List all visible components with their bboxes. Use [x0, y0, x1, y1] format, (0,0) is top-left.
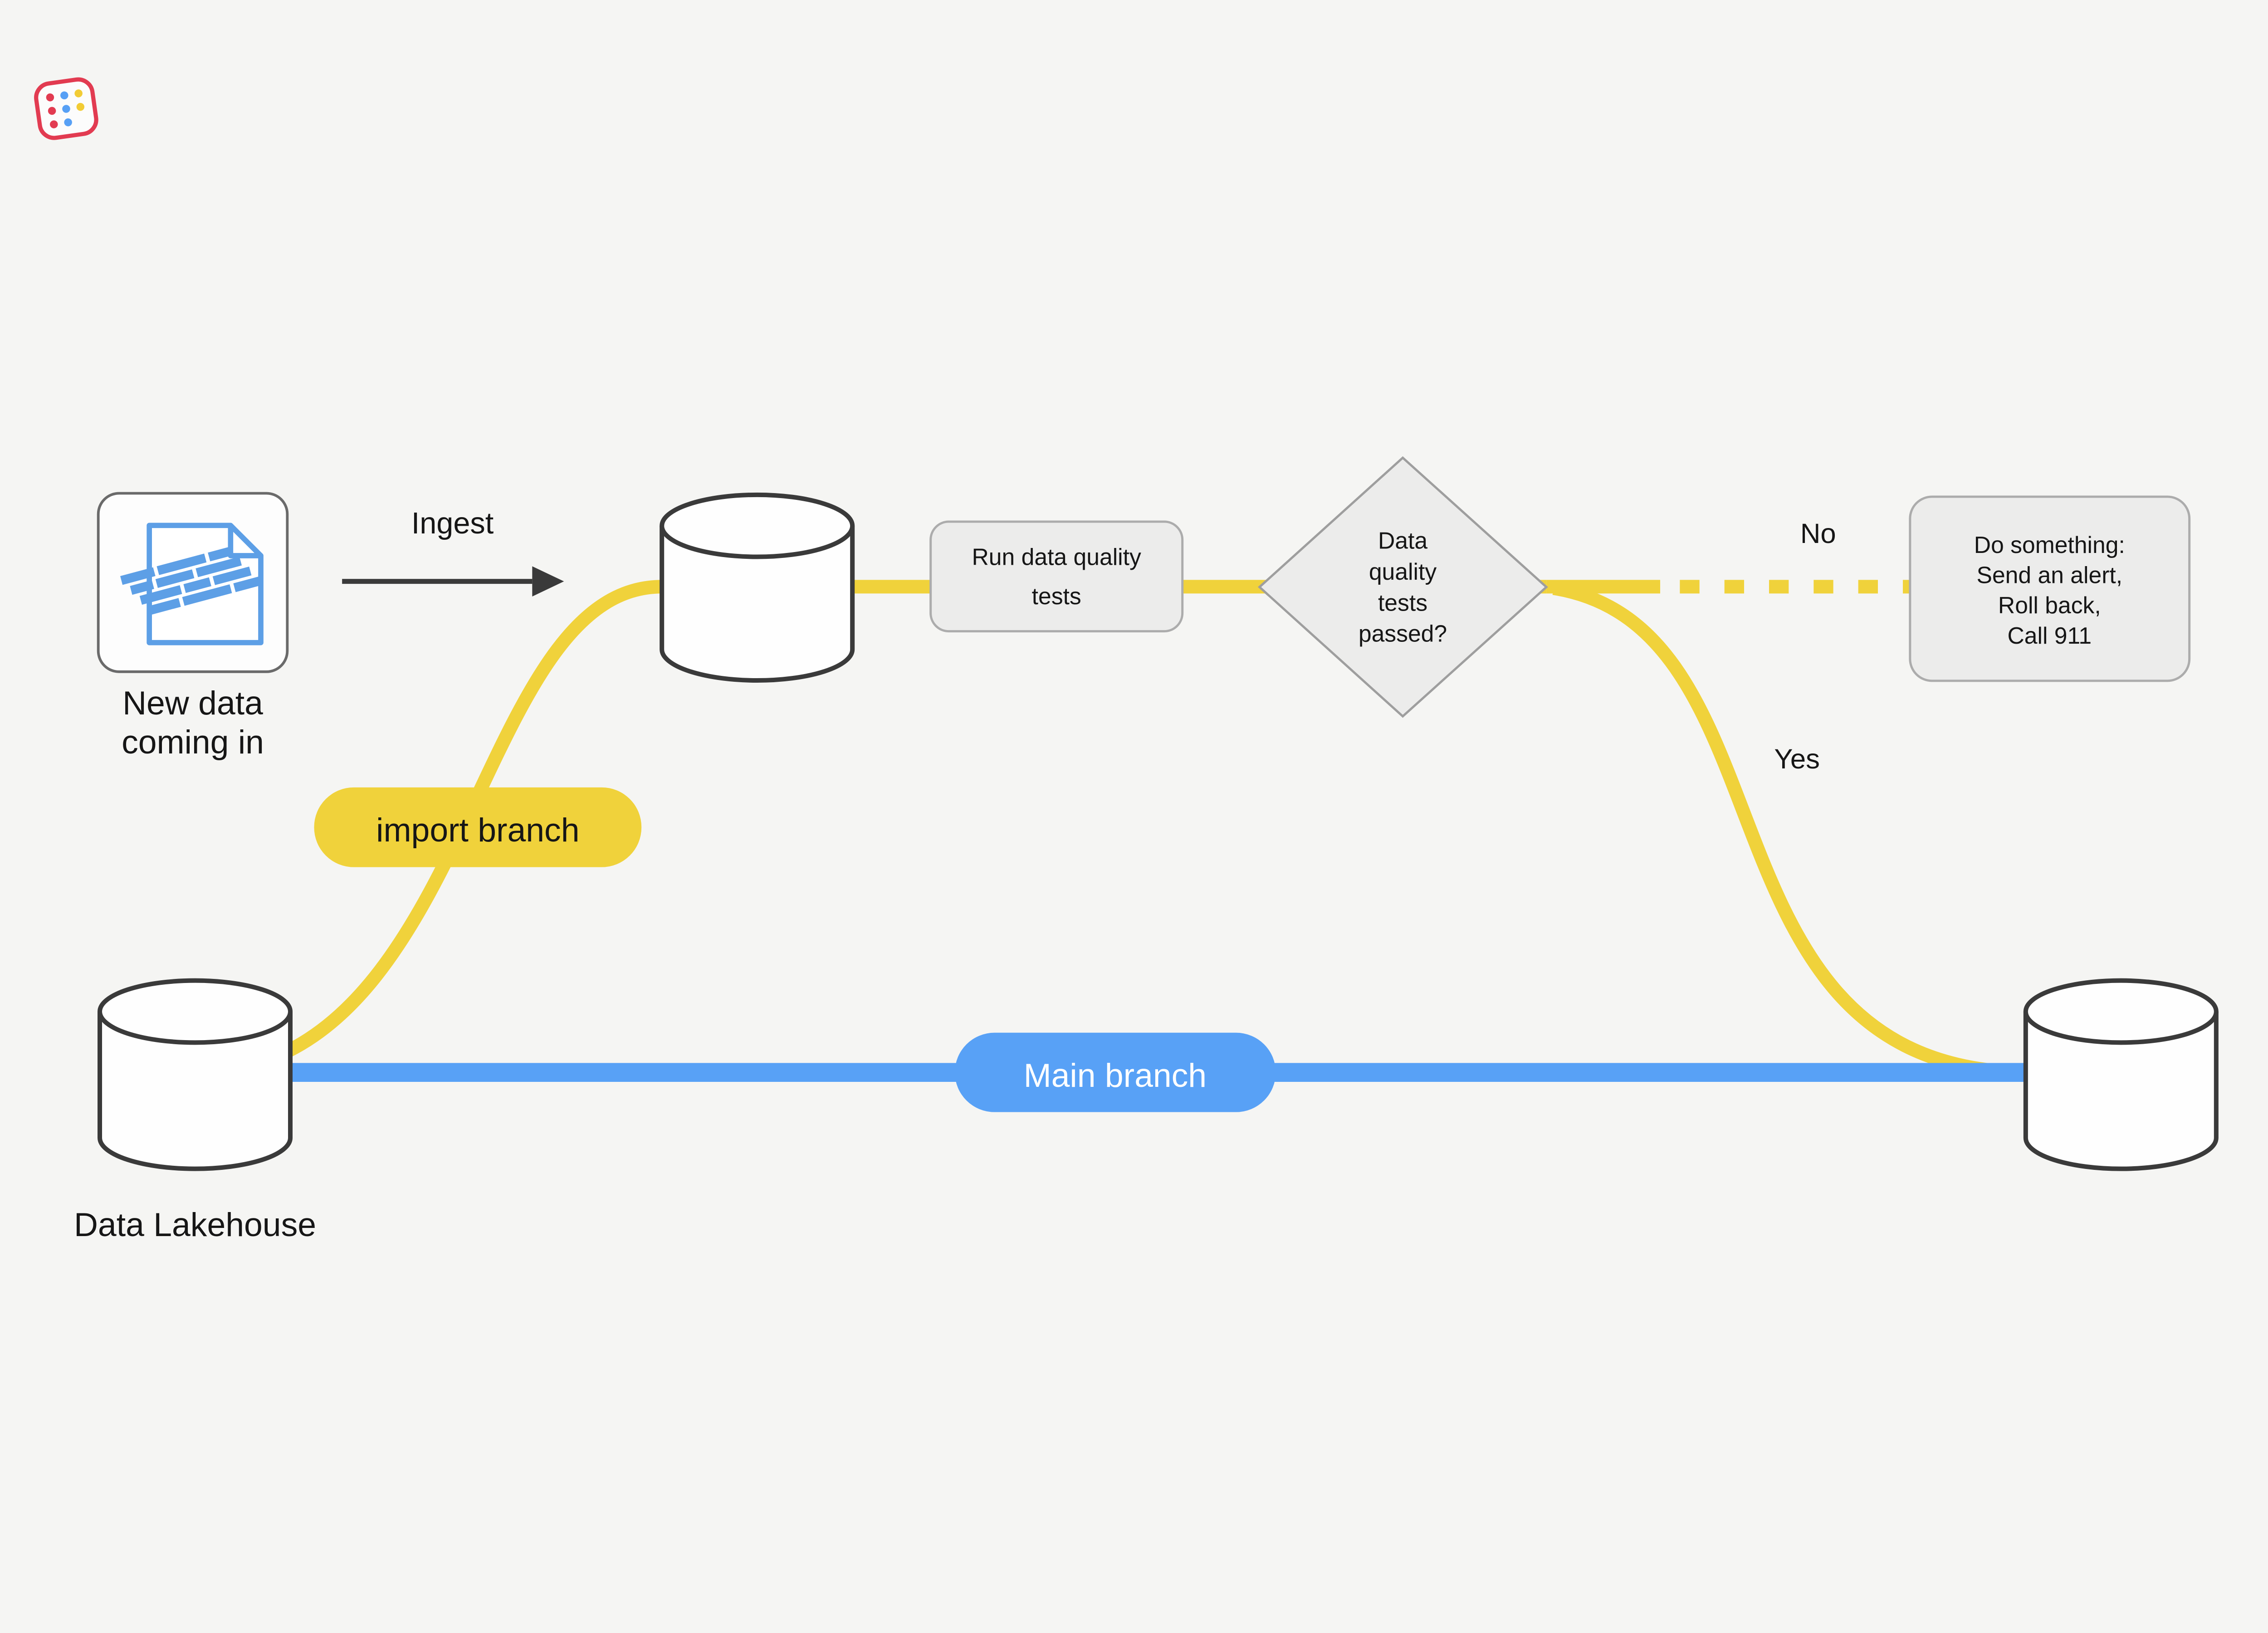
no-edge-label: No	[1800, 518, 1836, 549]
ingest-arrow	[342, 566, 564, 596]
lakehouse-database-cylinder	[98, 978, 293, 1171]
do-something-node: Do something: Send an alert, Roll back, …	[1909, 495, 2191, 682]
do-something-label-line2: Send an alert,	[1977, 562, 2123, 588]
yes-edge-label: Yes	[1774, 743, 1820, 775]
decision-diamond-node: Data quality tests passed?	[1257, 456, 1548, 718]
data-lakehouse-label: Data Lakehouse	[74, 1206, 316, 1243]
new-data-label-line2: coming in	[122, 724, 264, 761]
run-tests-label-line2: tests	[1032, 583, 1081, 609]
main-branch-pill: Main branch	[955, 1032, 1276, 1112]
parquet-file-icon	[120, 523, 264, 645]
do-something-label-line3: Roll back,	[1998, 592, 2101, 618]
ingest-label: Ingest	[411, 507, 494, 540]
yes-merge-curve	[1552, 581, 2030, 1080]
decision-label-line1: Data	[1378, 528, 1427, 554]
dots-app-logo-icon	[34, 77, 98, 140]
canvas-background	[0, 0, 2268, 1361]
flow-diagram: import branch Main branch Run data quali…	[0, 0, 2268, 1361]
run-tests-label-line1: Run data quality	[972, 544, 1141, 570]
merged-database-cylinder	[2023, 978, 2219, 1171]
import-database-cylinder	[660, 492, 855, 683]
do-something-label-line4: Call 911	[2007, 622, 2092, 649]
import-branch-pill: import branch	[314, 787, 642, 867]
run-tests-node: Run data quality tests	[929, 520, 1184, 633]
arrowhead-icon	[532, 566, 564, 596]
decision-label-line2: quality	[1369, 558, 1437, 585]
main-branch-pill-label: Main branch	[1024, 1057, 1207, 1094]
import-branch-pill-label: import branch	[376, 812, 579, 849]
new-data-node: New data coming in	[97, 492, 289, 761]
decision-label-line4: passed?	[1359, 621, 1447, 647]
new-data-label-line1: New data	[122, 684, 263, 722]
decision-label-line3: tests	[1378, 589, 1427, 616]
do-something-label-line1: Do something:	[1974, 532, 2125, 558]
